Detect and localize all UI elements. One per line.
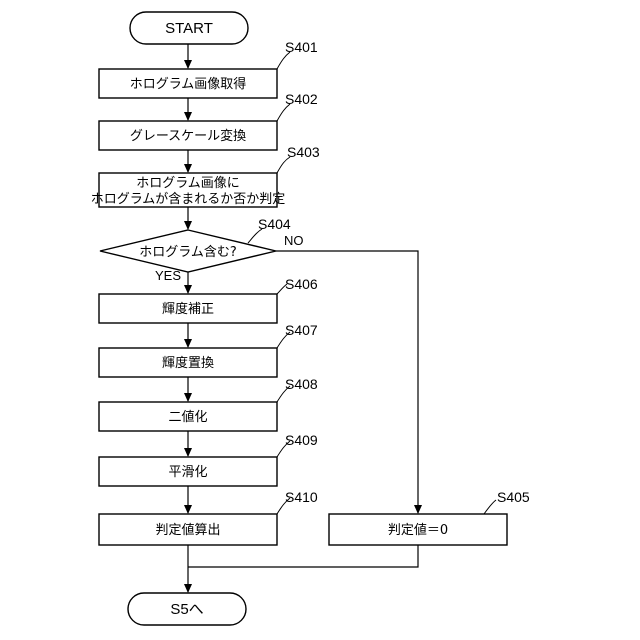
end-label: S5へ: [170, 601, 203, 618]
step-s410-id: S410: [285, 489, 318, 505]
step-s406-text: 輝度補正: [162, 301, 214, 317]
step-s402-text: グレースケール変換: [130, 128, 246, 144]
branch-yes-label: YES: [155, 268, 181, 283]
step-s404-text: ホログラム含む?: [139, 244, 237, 260]
step-s404-id: S404: [258, 216, 291, 232]
step-s409-id: S409: [285, 432, 318, 448]
step-s401-id: S401: [285, 39, 318, 55]
step-s405-text: 判定値＝0: [388, 522, 448, 538]
step-s409-text: 平滑化: [168, 465, 207, 480]
step-s403-text-line2: ホログラムが含まれるか否か判定: [91, 191, 286, 207]
connector-s405-merge: [188, 545, 418, 567]
step-s410-text: 判定値算出: [155, 522, 220, 538]
branch-no-label: NO: [284, 233, 304, 248]
step-s405-leader: [484, 500, 496, 514]
step-s403-text-line1: ホログラム画像に: [136, 176, 240, 191]
step-s406-id: S406: [285, 276, 318, 292]
step-s405-id: S405: [497, 489, 530, 505]
step-s408-text: 二値化: [168, 409, 207, 425]
step-s408-id: S408: [285, 376, 318, 392]
step-s401-text: ホログラム画像取得: [130, 76, 247, 92]
step-s407-id: S407: [285, 322, 318, 338]
start-label: START: [165, 20, 213, 37]
step-s407-text: 輝度置換: [162, 355, 214, 371]
step-s402-id: S402: [285, 91, 318, 107]
step-s403-id: S403: [287, 144, 320, 160]
